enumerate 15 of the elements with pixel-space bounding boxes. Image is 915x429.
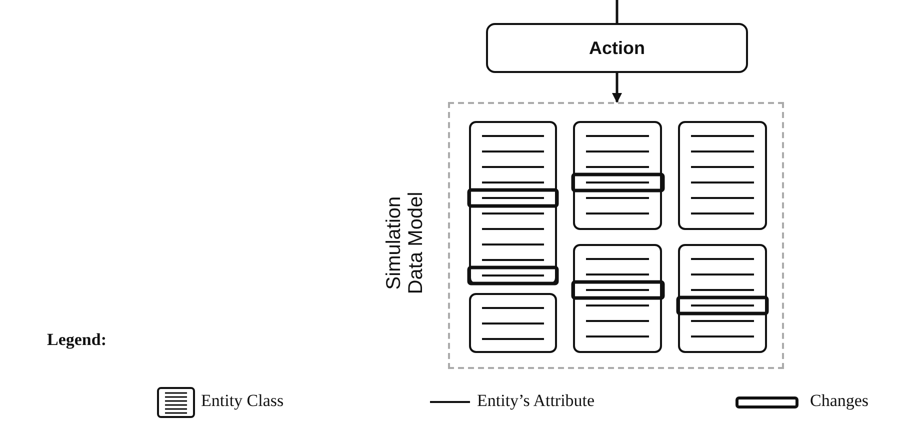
connector-line [616, 0, 618, 23]
entity-class-box [678, 121, 767, 230]
entity-class-box [469, 121, 557, 285]
entity-class-box [469, 293, 557, 353]
arrow [612, 73, 622, 103]
legend-label: Changes [810, 391, 869, 411]
legend-title: Legend: [47, 330, 106, 350]
box-label: Action [589, 38, 645, 58]
entity-class-box [678, 244, 767, 353]
legend-label: Entity Class [201, 391, 284, 411]
action-box [486, 23, 748, 73]
container-heading: Simulation Data Model [383, 190, 427, 296]
entity-class-box [573, 121, 662, 230]
entity-class-box [573, 244, 662, 353]
legend-label: Entity’s Attribute [477, 391, 595, 411]
